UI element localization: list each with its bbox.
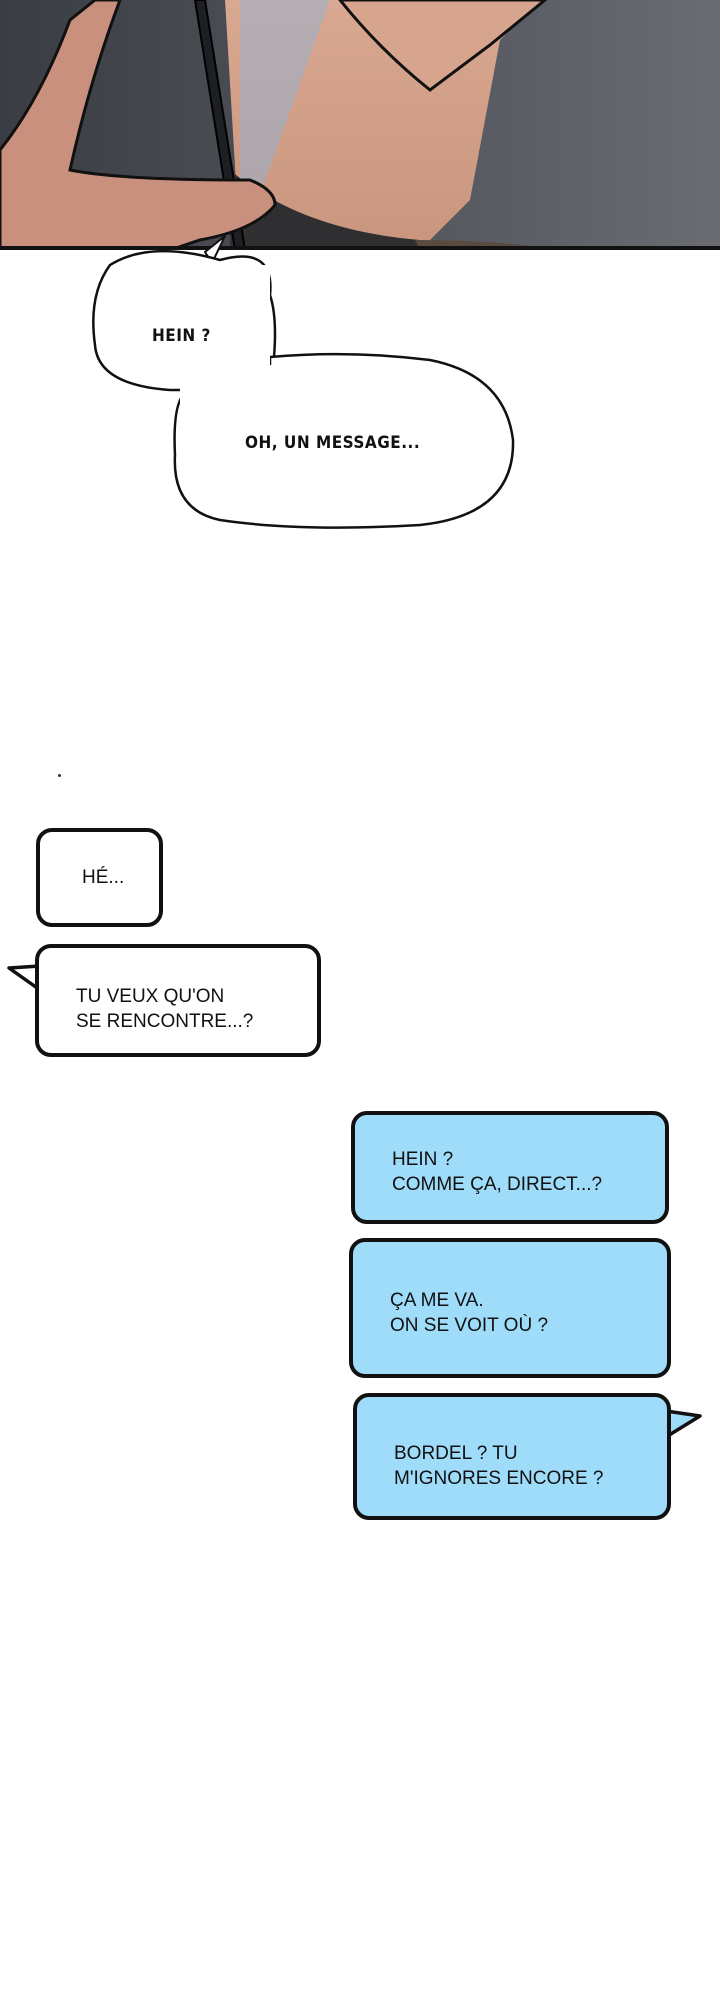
speech-bubble-text: OH, UN MESSAGE... — [245, 433, 421, 453]
speech-bubbles — [92, 235, 515, 529]
stray-dot — [58, 774, 61, 777]
comic-panel-image — [0, 0, 720, 250]
message-text: ÇA ME VA. ON SE VOIT OÙ ? — [390, 1290, 549, 1336]
received-message: TU VEUX QU'ON SE RENCONTRE...? — [35, 944, 321, 1057]
message-text: HÉ... — [82, 867, 125, 888]
sent-message: HEIN ? COMME ÇA, DIRECT...? — [351, 1111, 669, 1224]
message-text: BORDEL ? TU M'IGNORES ENCORE ? — [394, 1443, 604, 1489]
message-text: HEIN ? COMME ÇA, DIRECT...? — [392, 1149, 603, 1195]
sent-message: ÇA ME VA. ON SE VOIT OÙ ? — [349, 1238, 671, 1378]
sent-message: BORDEL ? TU M'IGNORES ENCORE ? — [353, 1393, 671, 1520]
speech-bubble-text: HEIN ? — [152, 326, 211, 346]
received-message: HÉ... — [36, 828, 163, 927]
message-text: TU VEUX QU'ON SE RENCONTRE...? — [76, 986, 254, 1032]
